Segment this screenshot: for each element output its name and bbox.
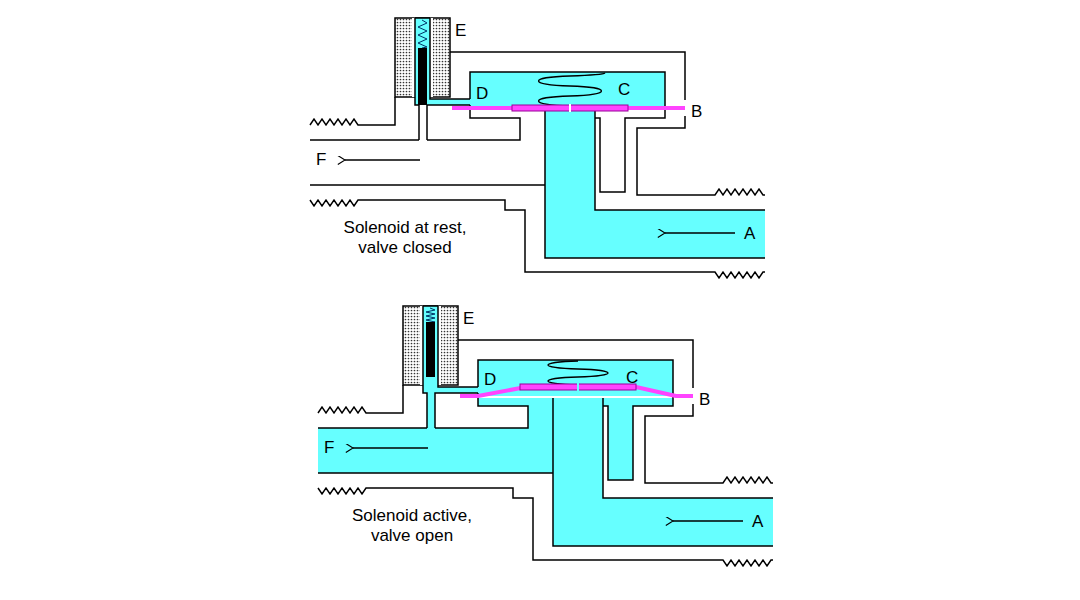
diaphragm [452, 106, 685, 110]
valve-open-view [318, 306, 773, 566]
valve-body [310, 18, 765, 278]
diaphragm-spring [548, 361, 608, 385]
caption: Solenoid active, valve open [337, 506, 487, 546]
plunger [418, 48, 427, 105]
part-letter: C [618, 81, 630, 98]
part-letter: B [699, 391, 710, 408]
caption: Solenoid at rest, valve closed [330, 218, 480, 258]
diaphragm-plate [520, 384, 636, 390]
part-letter: D [484, 371, 496, 388]
port-letter: F [316, 151, 326, 168]
part-letter: C [626, 369, 638, 386]
plunger [426, 322, 435, 377]
diaphragm-spring [539, 73, 606, 106]
plunger-spring [418, 20, 427, 48]
diaphragm-plate [512, 105, 628, 111]
valve-closed-view [310, 18, 765, 278]
bleed-hole [577, 383, 579, 391]
plunger-spring [426, 308, 435, 323]
port-letter: F [324, 439, 334, 456]
part-letter: E [455, 22, 466, 39]
port-letter: A [744, 225, 755, 242]
valve-body [318, 306, 773, 566]
part-letter: B [691, 103, 702, 120]
port-letter: A [752, 513, 763, 530]
bleed-hole [569, 104, 571, 112]
part-letter: E [463, 310, 474, 327]
part-letter: D [476, 85, 488, 102]
